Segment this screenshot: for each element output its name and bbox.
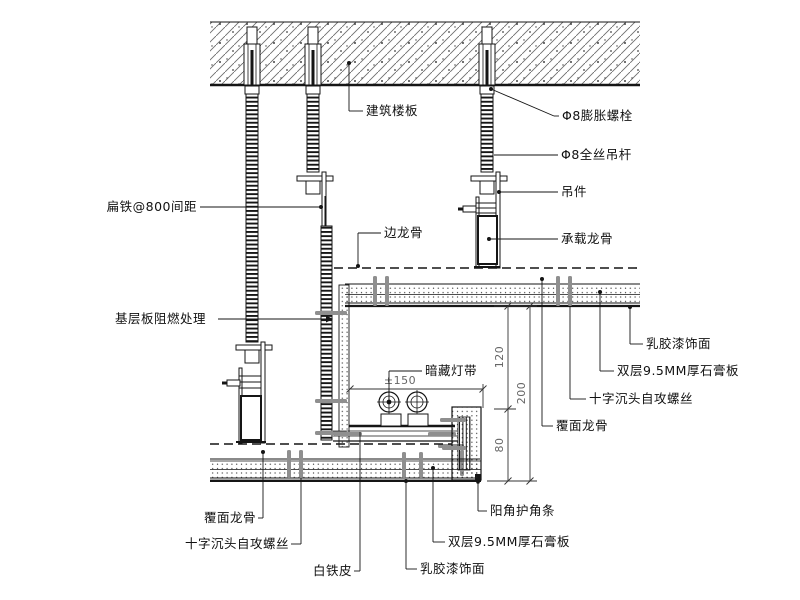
callouts: 建筑楼板 Φ8膨胀螺栓 Φ8全丝吊杆 吊件 承载龙骨 边龙骨 [107, 61, 739, 578]
callout-threaded-rod: Φ8全丝吊杆 [494, 147, 632, 162]
dim-light-offset: ±150 [384, 374, 416, 387]
screw [385, 276, 389, 306]
callout-building-slab: 建筑楼板 [347, 61, 418, 118]
screw [556, 276, 560, 306]
light-mount [407, 413, 429, 427]
callout-furring-channel-top: 覆面龙骨 [540, 277, 608, 433]
hanger-bracket-middle [296, 171, 334, 227]
callout-flat-iron: 扁铁@800间距 [107, 199, 323, 214]
hanger-bracket-left [222, 341, 273, 444]
svg-text:承载龙骨: 承载龙骨 [561, 231, 613, 246]
svg-text:白铁皮: 白铁皮 [313, 563, 352, 578]
screw [315, 311, 347, 315]
dim-lower-gap: 80 [493, 438, 506, 453]
screw [440, 418, 466, 422]
callout-self-tapping-screw-bottom: 十字沉头自攻螺丝 [185, 478, 302, 551]
svg-text:覆面龙骨: 覆面龙骨 [204, 510, 256, 525]
callout-carrier-channel: 承载龙骨 [487, 231, 613, 246]
screw [419, 452, 423, 478]
callout-hanger: 吊件 [497, 184, 587, 199]
callout-tin-sheet: 白铁皮 [313, 432, 361, 578]
hanger-rod [244, 85, 260, 343]
hanger-rod [305, 85, 321, 173]
expansion-bolt [243, 26, 261, 86]
expansion-bolt [478, 26, 496, 86]
screw [442, 446, 466, 450]
upper-ceiling [334, 267, 640, 308]
screw [299, 450, 303, 478]
light-cove [333, 390, 464, 448]
dimensions: ±150 120 80 200 [346, 302, 537, 485]
screw [287, 450, 291, 478]
svg-text:双层9.5MM厚石膏板: 双层9.5MM厚石膏板 [617, 363, 739, 378]
dim-cove-height: 120 [493, 346, 506, 369]
callout-corner-bead: 阳角护角条 [476, 480, 555, 518]
callout-furring-channel-bottom: 覆面龙骨 [204, 450, 265, 525]
callout-expansion-bolt: Φ8膨胀螺栓 [489, 87, 633, 123]
svg-text:十字沉头自攻螺丝: 十字沉头自攻螺丝 [185, 536, 289, 551]
svg-text:乳胶漆饰面: 乳胶漆饰面 [420, 561, 485, 576]
svg-text:扁铁@800间距: 扁铁@800间距 [107, 199, 197, 214]
screw [428, 432, 456, 436]
callout-base-board-fireproof: 基层板阻燃处理 [115, 311, 333, 326]
callout-latex-paint-bottom: 乳胶漆饰面 [404, 479, 485, 576]
hanger-bracket-right [458, 171, 508, 269]
hanger-rod [479, 85, 495, 173]
svg-text:吊件: 吊件 [561, 184, 587, 199]
svg-text:十字沉头自攻螺丝: 十字沉头自攻螺丝 [589, 391, 693, 406]
screw [315, 399, 347, 403]
svg-text:阳角护角条: 阳角护角条 [490, 503, 555, 518]
screw [334, 432, 362, 436]
carrier-channel-section [240, 395, 262, 441]
callout-edge-channel: 边龙骨 [356, 225, 423, 268]
svg-text:基层板阻燃处理: 基层板阻燃处理 [115, 311, 206, 326]
svg-text:Φ8全丝吊杆: Φ8全丝吊杆 [561, 147, 632, 162]
gypsum-board-layers [345, 285, 640, 303]
screw [402, 452, 406, 478]
edge-channel-section [320, 225, 333, 441]
slab-speckle [210, 22, 640, 85]
screw [373, 276, 377, 306]
light-fixture [405, 390, 429, 414]
svg-text:乳胶漆饰面: 乳胶漆饰面 [646, 336, 711, 351]
expansion-bolt [304, 26, 322, 86]
svg-text:暗藏灯带: 暗藏灯带 [425, 363, 477, 378]
svg-text:双层9.5MM厚石膏板: 双层9.5MM厚石膏板 [448, 534, 570, 549]
svg-text:边龙骨: 边龙骨 [384, 225, 423, 240]
dim-total-drop: 200 [515, 382, 528, 405]
svg-text:覆面龙骨: 覆面龙骨 [556, 418, 608, 433]
floor-slab [210, 21, 640, 87]
lower-ceiling [210, 443, 481, 482]
light-mount [380, 413, 402, 427]
callout-self-tapping-screw-top: 十字沉头自攻螺丝 [569, 306, 693, 406]
svg-text:建筑楼板: 建筑楼板 [366, 103, 418, 118]
callout-concealed-light: 暗藏灯带 [386, 363, 477, 405]
bulkhead [315, 196, 350, 448]
svg-text:Φ8膨胀螺栓: Φ8膨胀螺栓 [562, 108, 633, 123]
bulkhead-gypsum [338, 284, 350, 448]
callout-latex-paint-top: 乳胶漆饰面 [628, 305, 711, 351]
callout-double-gypsum-top: 双层9.5MM厚石膏板 [598, 290, 739, 378]
callout-double-gypsum-bottom: 双层9.5MM厚石膏板 [431, 466, 570, 549]
screw [568, 276, 572, 306]
